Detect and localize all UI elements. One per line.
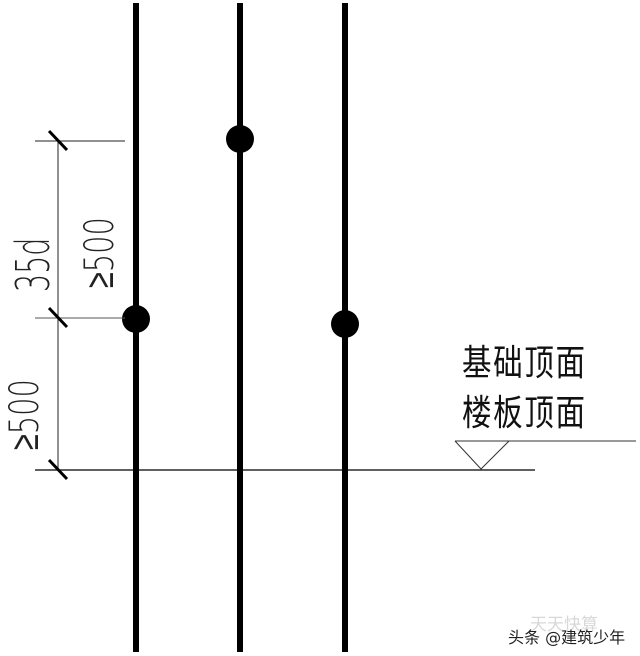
watermark-faint: 天天快算 bbox=[530, 615, 598, 635]
dim-tick-icon bbox=[47, 306, 69, 329]
label-slab-top: 楼板顶面 bbox=[462, 393, 587, 434]
splice-point-3 bbox=[331, 310, 359, 338]
dim-label-35d: 35d bbox=[6, 237, 60, 292]
label-foundation-top: 基础顶面 bbox=[462, 343, 587, 384]
dim-tick-icon bbox=[47, 458, 69, 481]
level-marker-icon bbox=[454, 440, 636, 470]
dim-label-upper-500: ≥500 bbox=[77, 217, 123, 288]
splice-point-2 bbox=[226, 125, 254, 153]
dim-tick-icon bbox=[47, 129, 69, 152]
splice-point-1 bbox=[122, 305, 150, 333]
dimension-chain bbox=[35, 129, 125, 481]
watermark-main: 头条 @建筑少年 bbox=[508, 628, 626, 647]
dim-label-lower-500: ≥500 bbox=[2, 379, 48, 450]
